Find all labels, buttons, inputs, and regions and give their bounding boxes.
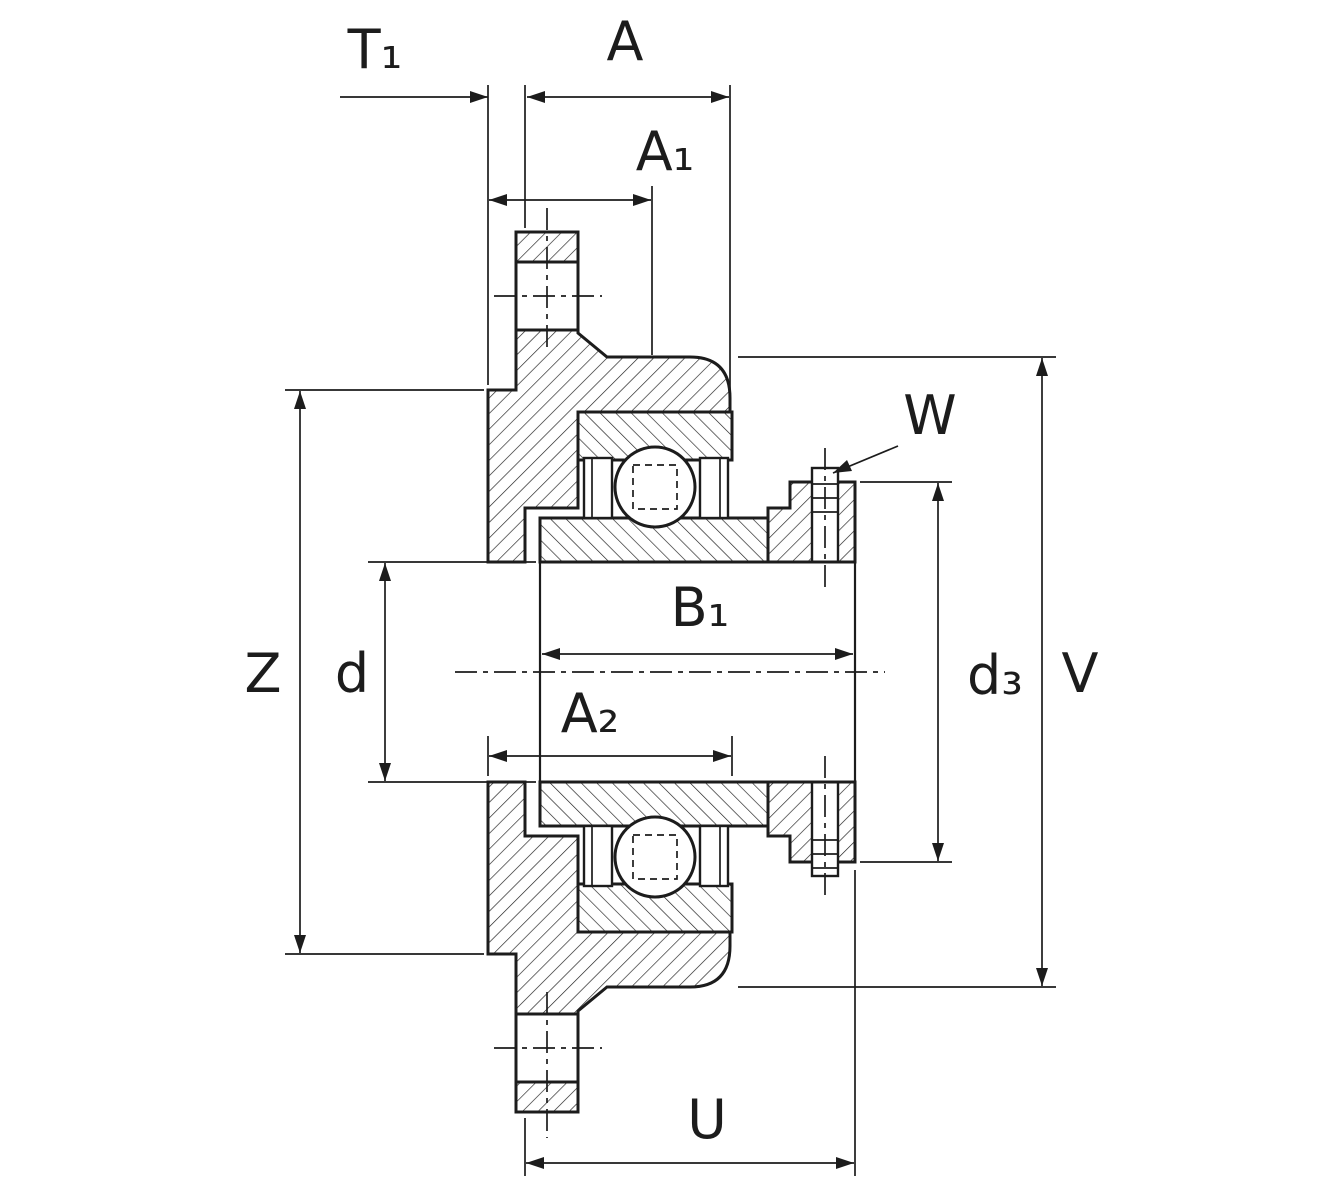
center-lines xyxy=(455,208,885,1138)
bolt-centerline-top xyxy=(494,208,602,352)
dimension-label-a1: A₁ xyxy=(636,120,695,183)
seal-icon xyxy=(698,824,730,888)
dimension-label-d: d xyxy=(335,642,369,705)
seal-icon xyxy=(582,456,614,520)
dimension-label-t1: T₁ xyxy=(347,18,403,81)
seal-icon xyxy=(698,456,730,520)
dimension-label-a: A xyxy=(607,10,644,73)
dimension-lines xyxy=(299,96,1043,1164)
bearing-seals xyxy=(582,456,730,888)
bearing-inner-rings xyxy=(538,516,770,828)
bolt-centerline-bottom xyxy=(494,992,602,1138)
dimension-arrows xyxy=(294,91,1048,1169)
dimension-label-b1: B₁ xyxy=(671,576,730,639)
dimension-labels: T₁ A A₁ W Z d B₁ A₂ d₃ V U xyxy=(245,10,1099,1151)
extension-lines xyxy=(285,85,1056,1176)
bearing-balls xyxy=(613,445,697,899)
dimension-label-d3: d₃ xyxy=(967,644,1023,707)
ball-bottom xyxy=(613,815,697,899)
dimension-label-u: U xyxy=(687,1088,727,1151)
dimension-label-w: W xyxy=(903,384,956,447)
dimension-label-a2: A₂ xyxy=(561,682,620,745)
bore-edges xyxy=(538,560,857,784)
seal-icon xyxy=(582,824,614,888)
dimension-label-v: V xyxy=(1062,642,1099,705)
dimension-label-z: Z xyxy=(245,642,282,705)
ball-top xyxy=(613,445,697,529)
